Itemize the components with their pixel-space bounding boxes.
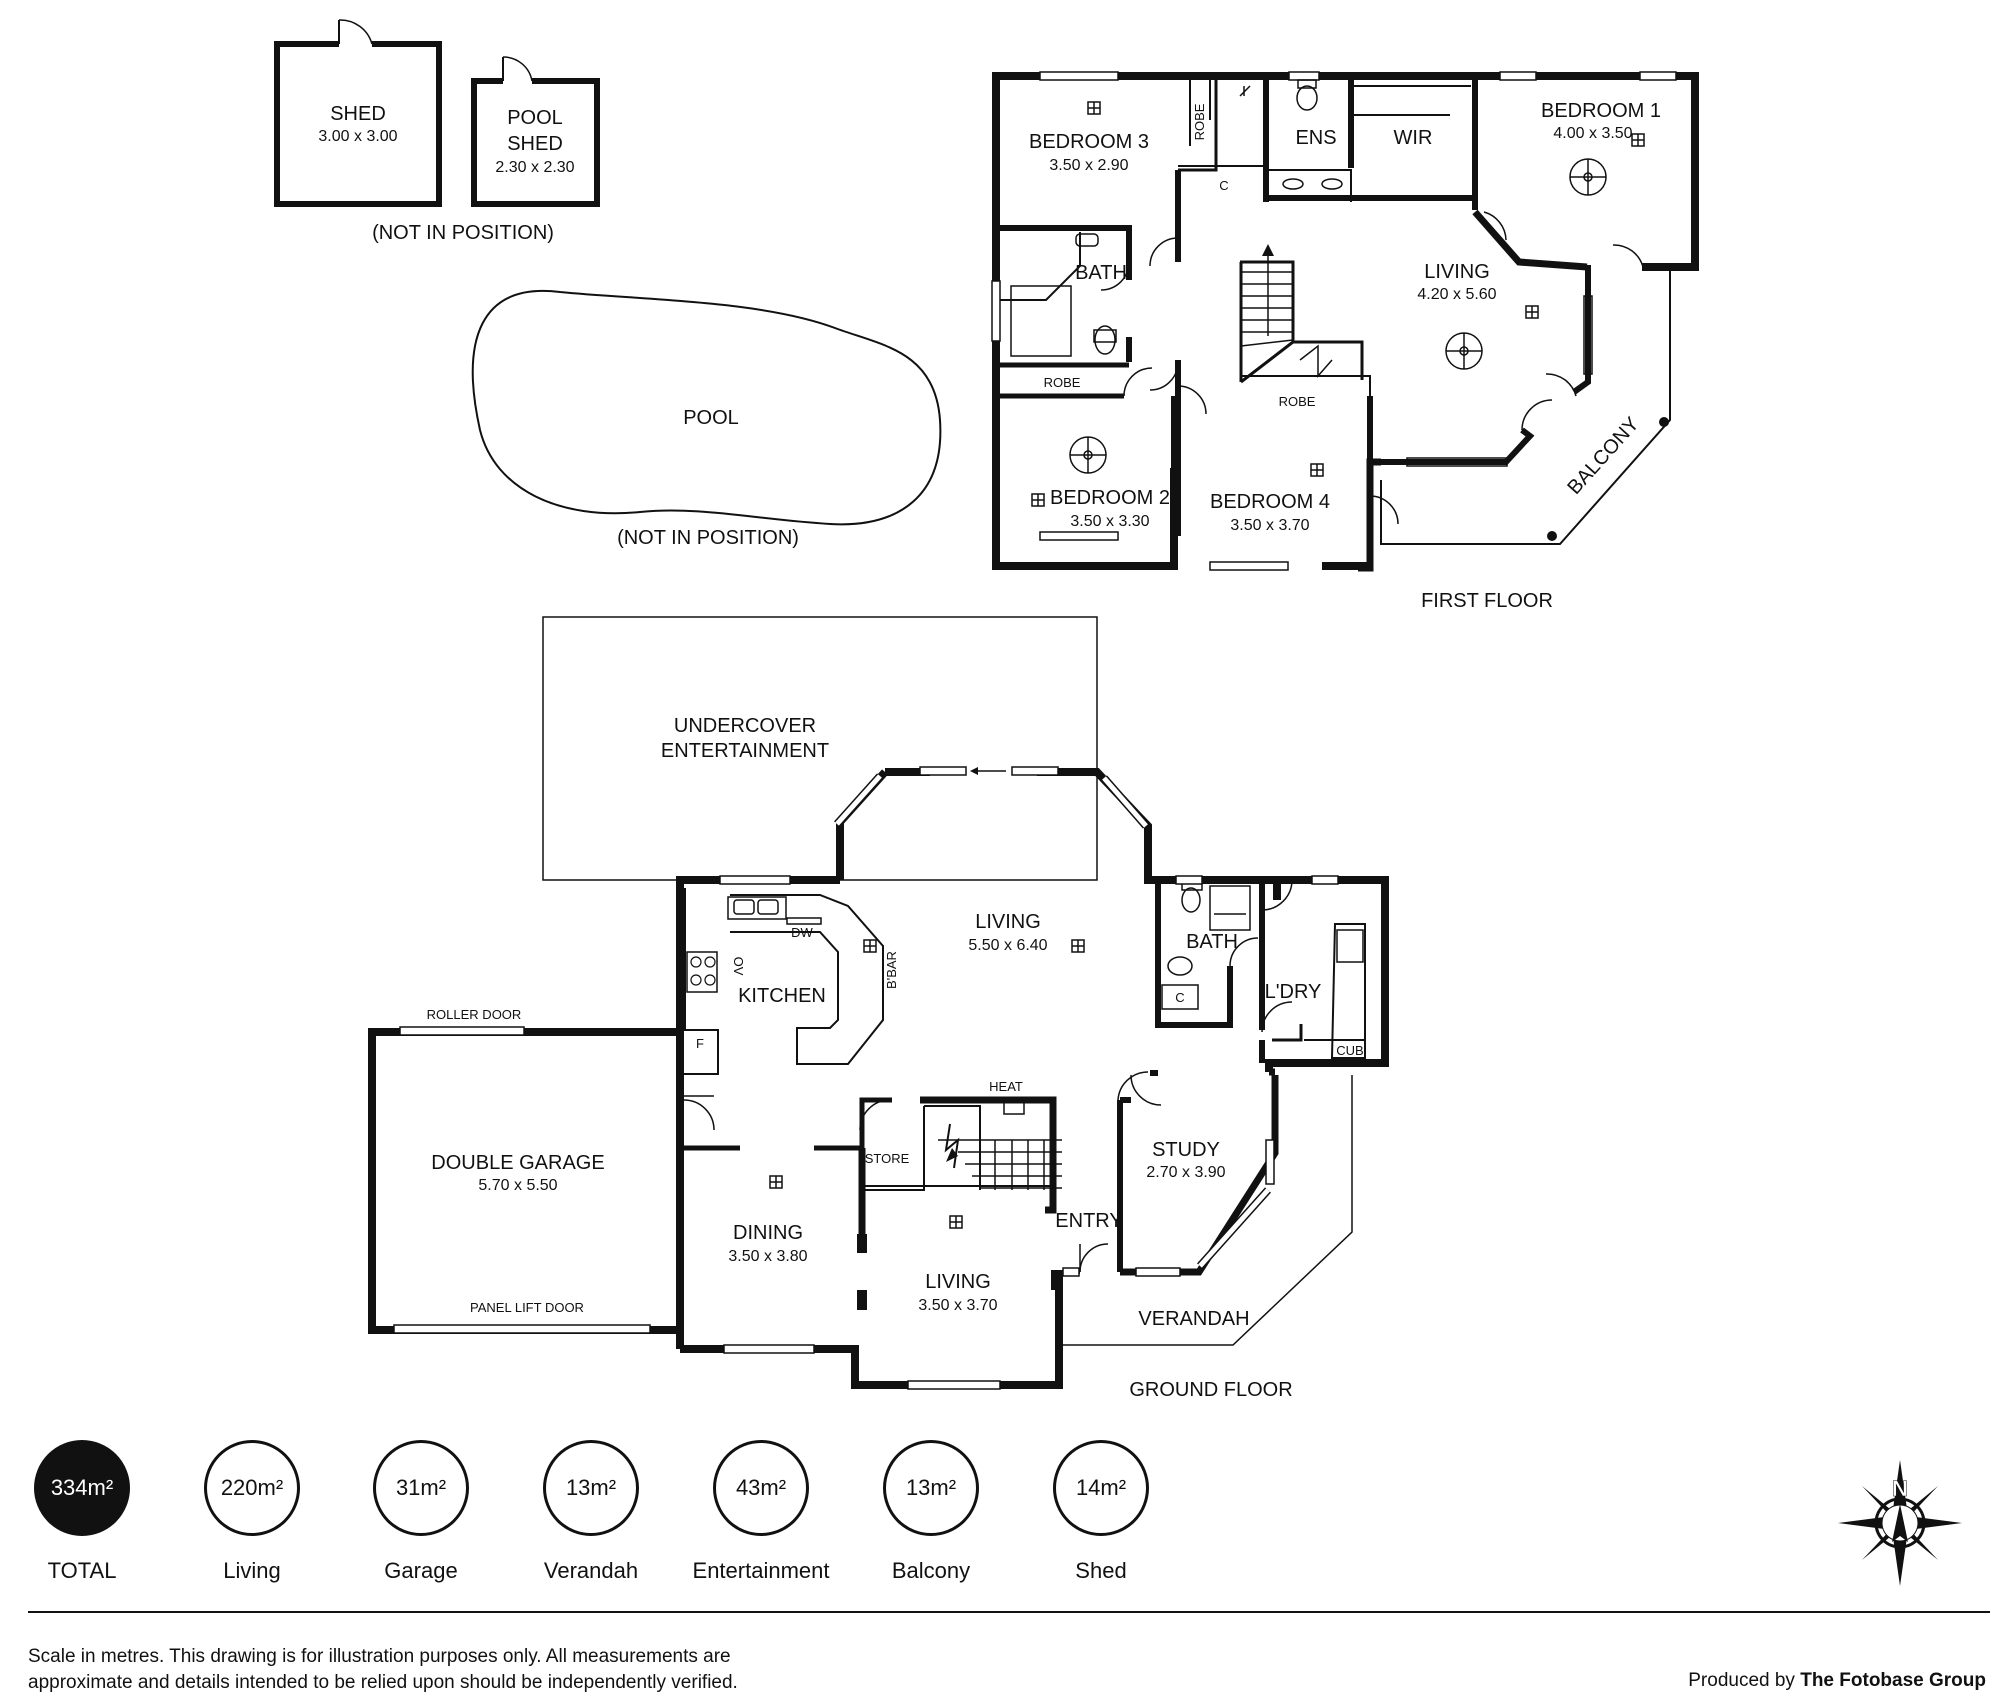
bedroom3-name: BEDROOM 3 (1029, 131, 1149, 153)
credit-company: The Fotobase Group (1800, 1670, 1986, 1691)
dw-label: DW (791, 925, 813, 940)
robe-b2-label: ROBE (1044, 375, 1081, 390)
area-value: 13m² (543, 1440, 639, 1536)
shed-name: SHED (330, 103, 386, 125)
area-stat-balcony: 13m² Balcony (851, 1440, 1011, 1584)
ground-floor-doors (859, 879, 1293, 1131)
garage-name: DOUBLE GARAGE (431, 1152, 604, 1174)
first-floor-fixtures (1031, 101, 1645, 507)
bedroom2-name: BEDROOM 2 (1050, 487, 1170, 509)
area-value: 334m² (34, 1440, 130, 1536)
panel-lift-door-label: PANEL LIFT DOOR (470, 1300, 584, 1315)
credit-prefix: Produced by (1688, 1670, 1795, 1691)
study-name: STUDY (1152, 1139, 1220, 1161)
wir-label: WIR (1394, 127, 1433, 149)
area-value: 31m² (373, 1440, 469, 1536)
ov-label: OV (731, 957, 746, 976)
entry-label: ENTRY (1055, 1210, 1122, 1232)
area-stat-garage: 31m² Garage (341, 1440, 501, 1584)
area-label: Entertainment (692, 1558, 830, 1583)
credit-text: Produced by The Fotobase Group (1688, 1670, 1986, 1692)
pool: POOL (NOT IN POSITION) (471, 289, 942, 549)
undercover-line2: ENTERTAINMENT (661, 740, 829, 762)
c-label-first: C (1219, 178, 1228, 193)
robe-b3-label: ROBE (1192, 103, 1207, 140)
bath-ground-label: BATH (1186, 931, 1238, 953)
area-stat-entertainment: 43m² Entertainment (681, 1440, 841, 1584)
footer-divider (28, 1611, 1990, 1613)
pool-shed: POOL SHED 2.30 x 2.30 (471, 56, 600, 207)
ground-floor-fixtures (769, 939, 1085, 1229)
area-value: 220m² (204, 1440, 300, 1536)
living-main-name: LIVING (975, 911, 1041, 933)
undercover-line1: UNDERCOVER (674, 715, 816, 737)
first-floor: BEDROOM 3 3.50 x 2.90 ROBE C ENS WIR BED… (991, 71, 1699, 612)
area-value: 13m² (883, 1440, 979, 1536)
pool-shed-name-2: SHED (507, 133, 563, 155)
ground-floor-stairs (924, 1099, 1062, 1190)
ensuite-fixtures (1239, 79, 1343, 190)
laundry-label: L'DRY (1265, 981, 1322, 1003)
bedroom1-name: BEDROOM 1 (1541, 100, 1661, 122)
f-label: F (696, 1036, 704, 1051)
sheds-not-in-position: (NOT IN POSITION) (372, 222, 554, 244)
area-summary: 334m² TOTAL 220m² Living 31m² Garage 13m… (0, 1440, 2000, 1590)
first-floor-doors (1100, 211, 1644, 525)
living-first-name: LIVING (1424, 261, 1490, 283)
area-stat-shed: 14m² Shed (1021, 1440, 1181, 1584)
bedroom2-dims: 3.50 x 3.30 (1070, 513, 1149, 530)
dining-dims: 3.50 x 3.80 (728, 1248, 807, 1265)
heat-label: HEAT (989, 1079, 1023, 1094)
store-label: STORE (865, 1151, 910, 1166)
area-label: Balcony (891, 1558, 971, 1583)
pool-shed-dims: 2.30 x 2.30 (495, 159, 574, 176)
shed: SHED 3.00 x 3.00 (274, 19, 442, 207)
area-label: Verandah (543, 1558, 639, 1583)
dining-name: DINING (733, 1222, 803, 1244)
area-value: 14m² (1053, 1440, 1149, 1536)
ground-floor-label: GROUND FLOOR (1129, 1379, 1292, 1401)
robe-b4-label: ROBE (1279, 394, 1316, 409)
c-label-ground: C (1175, 990, 1184, 1005)
compass-letter: N (1892, 1476, 1908, 1501)
living-front-name: LIVING (925, 1271, 991, 1293)
disclaimer-text: Scale in metres. This drawing is for ill… (28, 1646, 738, 1693)
ground-floor: UNDERCOVER ENTERTAINMENT LIVING 5.50 x 6… (368, 616, 1389, 1401)
kitchen-label: KITCHEN (738, 985, 826, 1007)
living-main-dims: 5.50 x 6.40 (968, 937, 1047, 954)
bedroom4-name: BEDROOM 4 (1210, 491, 1330, 513)
first-floor-stairs (1239, 244, 1364, 384)
compass-icon: N (1838, 1460, 1962, 1586)
verandah-label: VERANDAH (1138, 1308, 1249, 1330)
roller-door-label: ROLLER DOOR (427, 1007, 522, 1022)
balcony-label: BALCONY (1563, 413, 1643, 499)
garage-dims: 5.70 x 5.50 (478, 1177, 557, 1194)
area-stat-verandah: 13m² Verandah (511, 1440, 671, 1584)
area-stat-living: 220m² Living (172, 1440, 332, 1584)
bedroom4-dims: 3.50 x 3.70 (1230, 517, 1309, 534)
living-front-dims: 3.50 x 3.70 (918, 1297, 997, 1314)
pool-name: POOL (683, 407, 739, 429)
area-label: TOTAL (47, 1558, 117, 1583)
pool-not-in-position: (NOT IN POSITION) (617, 527, 799, 549)
first-floor-label: FIRST FLOOR (1421, 590, 1553, 612)
area-label: Shed (1075, 1558, 1127, 1583)
area-label: Garage (384, 1558, 458, 1583)
area-value: 43m² (713, 1440, 809, 1536)
pool-shed-name-1: POOL (507, 107, 563, 129)
area-stat-total: 334m² TOTAL (2, 1440, 162, 1584)
shed-dims: 3.00 x 3.00 (318, 128, 397, 145)
cub-label: CUB (1336, 1043, 1363, 1058)
ens-label: ENS (1295, 127, 1336, 149)
bbar-label: B'BAR (884, 951, 899, 989)
ground-floor-windows (719, 773, 1339, 1390)
bedroom1-dims: 4.00 x 3.50 (1553, 125, 1632, 142)
study-dims: 2.70 x 3.90 (1146, 1164, 1225, 1181)
area-label: Living (223, 1558, 281, 1583)
bedroom3-dims: 3.50 x 2.90 (1049, 157, 1128, 174)
living-first-dims: 4.20 x 5.60 (1417, 286, 1496, 303)
bath-first-label: BATH (1075, 262, 1127, 284)
floor-plan-drawing: SHED 3.00 x 3.00 POOL SHED 2.30 x 2.30 (… (274, 19, 1699, 1401)
